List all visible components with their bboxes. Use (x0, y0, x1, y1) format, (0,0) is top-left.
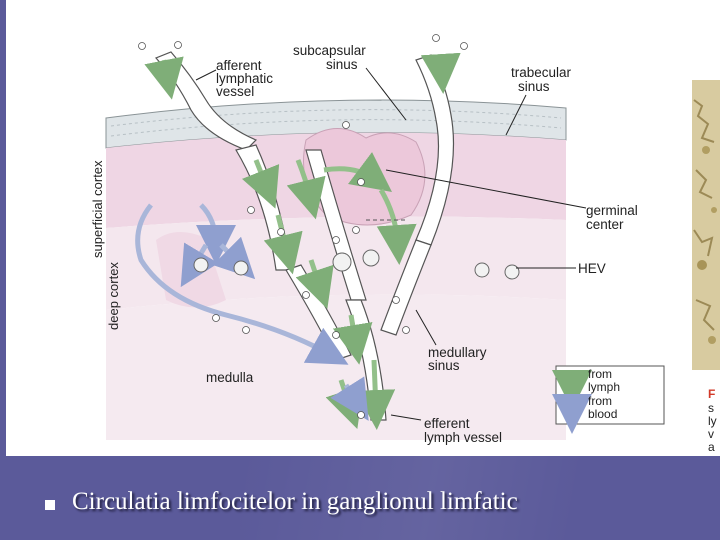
cut-off-heading: F (708, 387, 715, 401)
label-germinal-center: germinal center (586, 203, 642, 232)
label-superficial-cortex: superficial cortex (90, 160, 105, 258)
legend-from-lymph: from lymph (588, 367, 620, 394)
leader-lines (195, 67, 587, 421)
label-medullary-sinus: medullary sinus (428, 345, 490, 373)
caption-band (0, 456, 720, 540)
left-accent-bar (0, 0, 6, 456)
medulla-region (106, 294, 566, 440)
legend-from-blood: from blood (588, 394, 617, 421)
cropped-photo-strip (692, 80, 720, 370)
diagram-svg: subcapsular sinus afferent lymphatic ves… (90, 34, 720, 454)
band-highlight (240, 456, 720, 540)
legend: from lymph from blood (552, 365, 665, 434)
label-hev: HEV (578, 261, 606, 276)
label-trabecular-sinus: trabecular sinus (511, 65, 575, 94)
label-afferent-lymphatic-vessel: afferent lymphatic vessel (216, 58, 277, 99)
hev-cross-sections (193, 249, 520, 280)
label-deep-cortex: deep cortex (106, 262, 121, 330)
bullet-square-icon (45, 500, 55, 510)
label-efferent-lymph-vessel: efferent lymph vessel (424, 416, 502, 445)
capsule-texture (110, 109, 562, 137)
slide-caption: Circulatia limfocitelor in ganglionul li… (72, 488, 518, 515)
cut-off-caption: s ly v a (708, 401, 720, 454)
lymphocytes (138, 34, 468, 419)
label-subcapsular-sinus: subcapsular sinus (293, 43, 370, 72)
label-medulla: medulla (206, 370, 254, 385)
lymph-node-diagram: subcapsular sinus afferent lymphatic ves… (6, 0, 720, 456)
